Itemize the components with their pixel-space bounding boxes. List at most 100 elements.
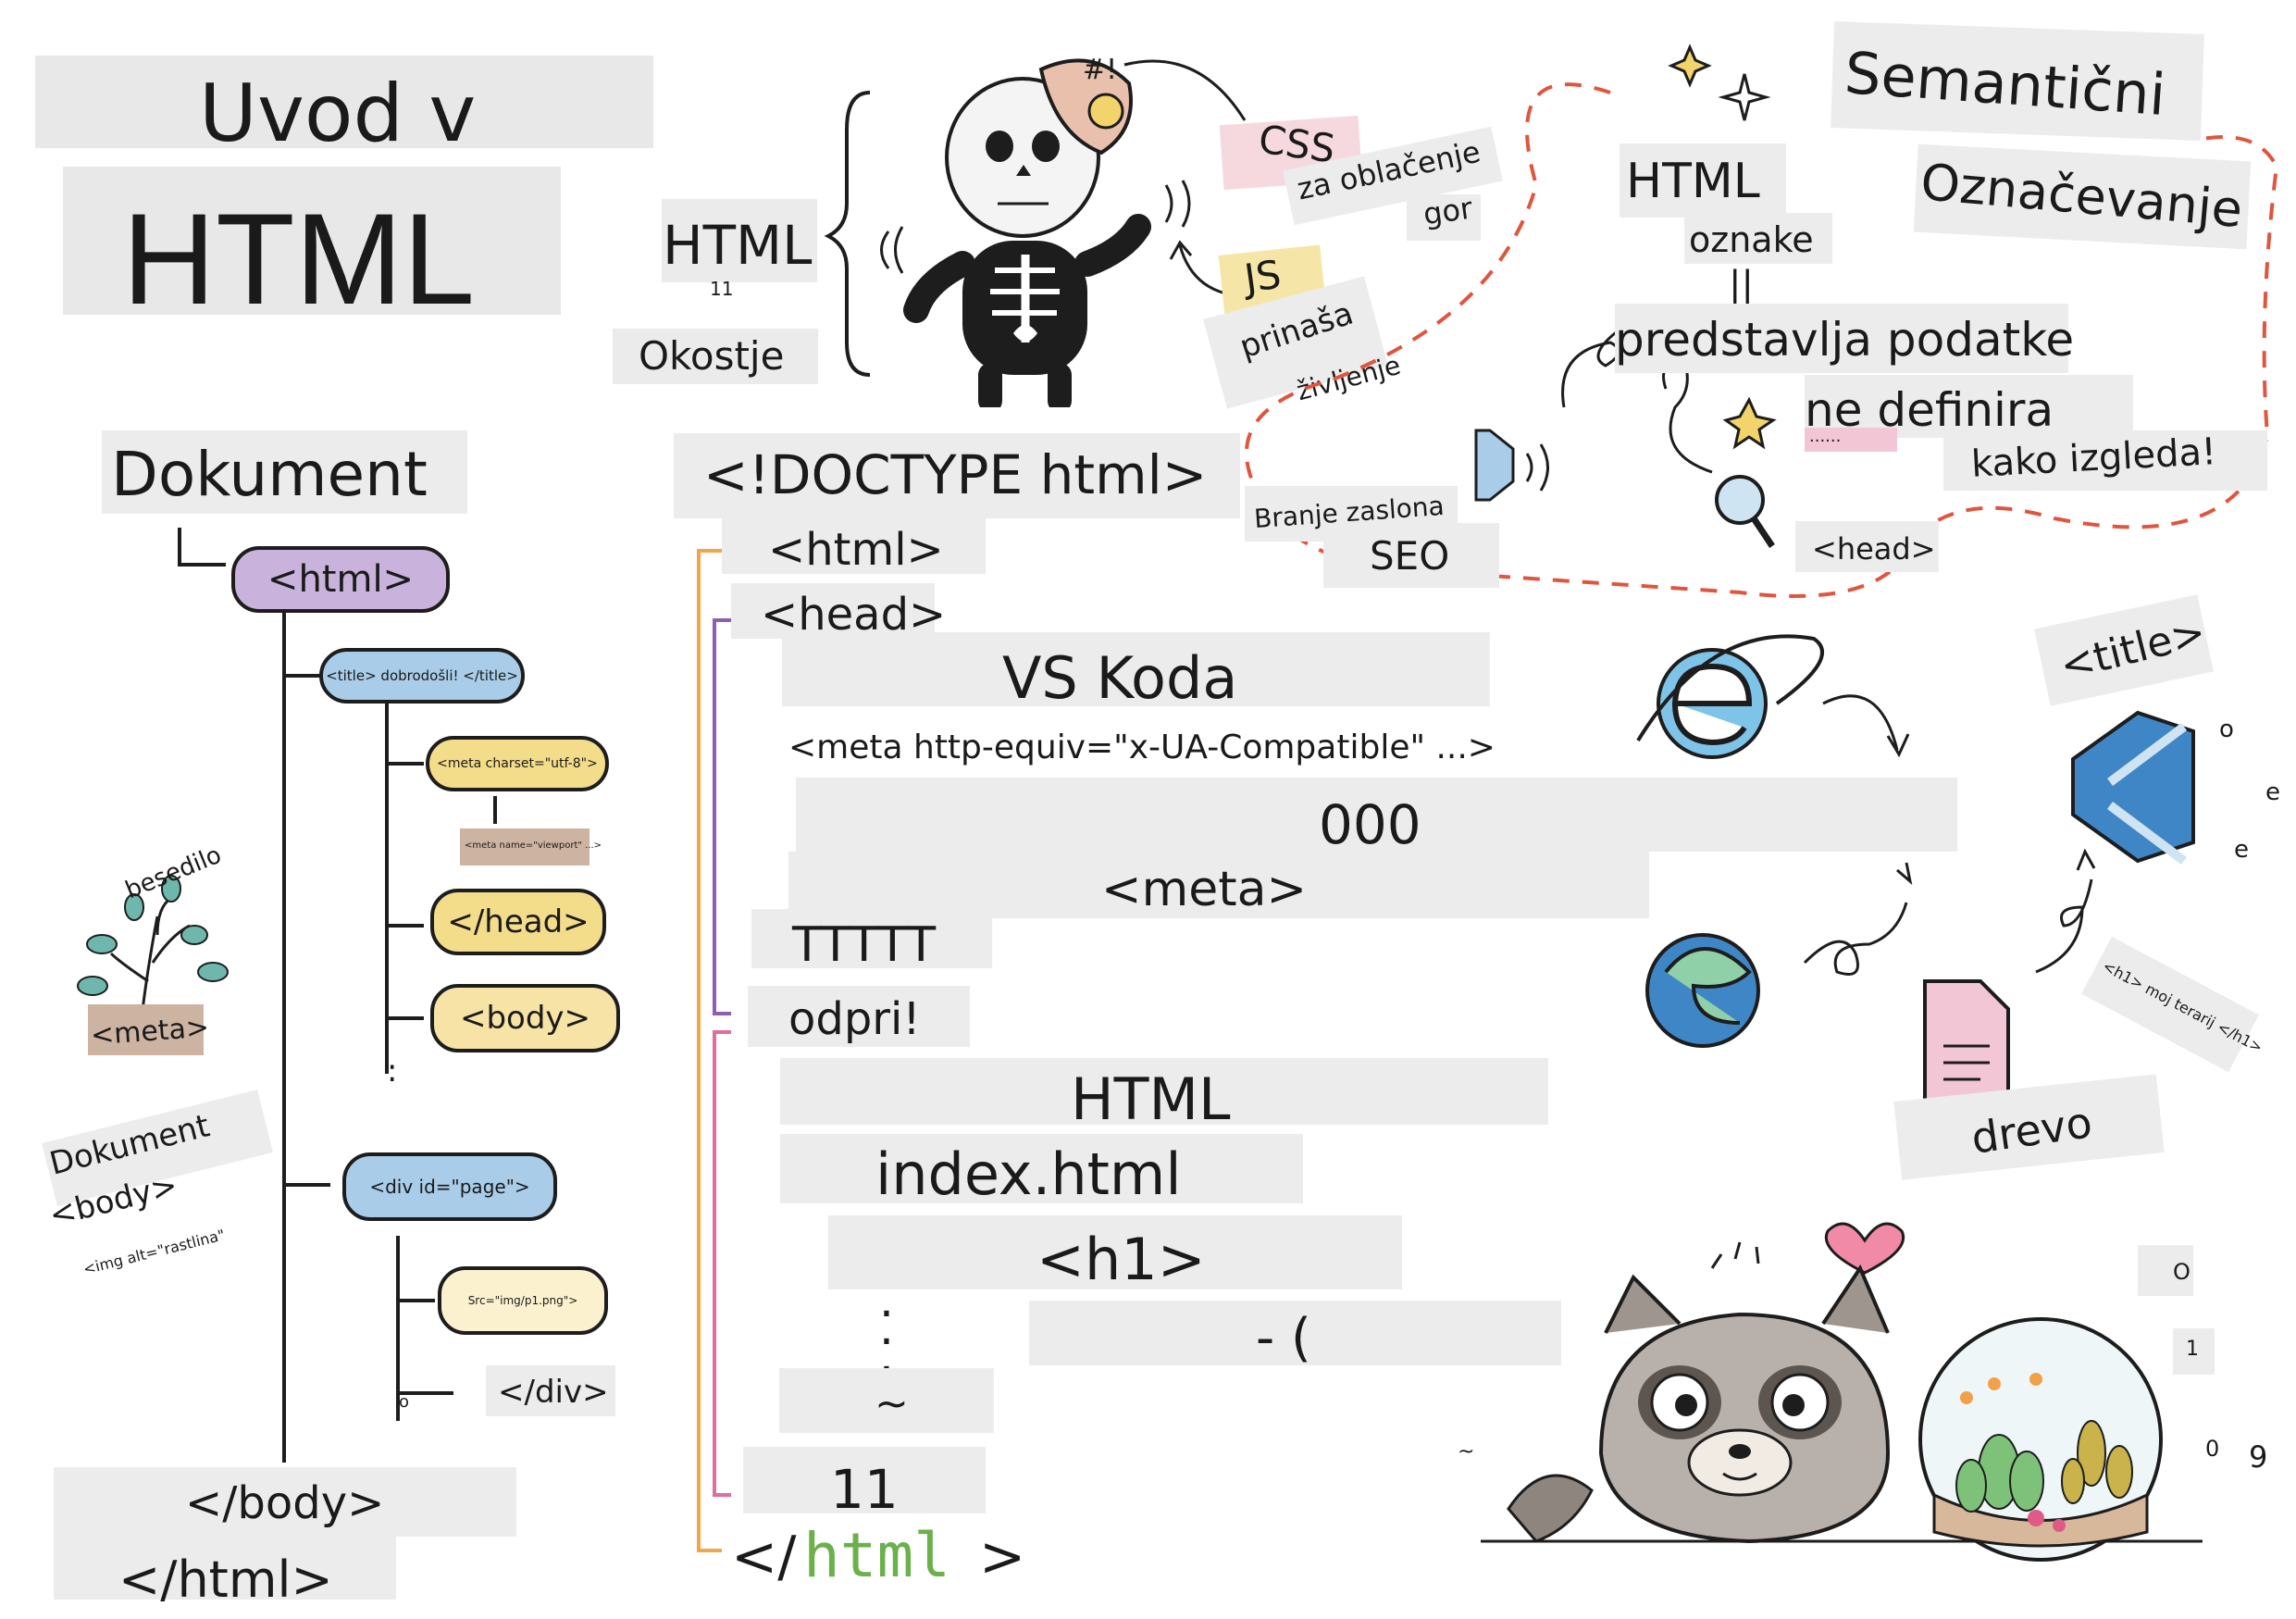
sem-predstavlja: predstavlja podatke	[1615, 313, 2075, 367]
skel-html-bg	[662, 199, 817, 282]
misc-zero: 0	[2205, 1436, 2220, 1462]
tree-html-text: <html>	[267, 558, 415, 601]
sem-seo: SEO	[1370, 533, 1450, 579]
tree-body-text: <body>	[459, 1000, 591, 1037]
code-meta-bg	[788, 852, 1649, 918]
skel-okostje-bg	[613, 329, 818, 384]
sem-oznake: oznake	[1689, 219, 1814, 260]
code-html-close-c: >	[979, 1525, 1026, 1589]
document-icon	[1923, 979, 2010, 1122]
code-tilde: ~	[875, 1380, 909, 1427]
misc-o: O	[2173, 1259, 2191, 1285]
tree-div-close-bg	[486, 1365, 615, 1416]
raccoon-terrarium-illustration	[1481, 1222, 2203, 1562]
code-html2: HTML	[1071, 1065, 1231, 1133]
sem-ne-definira: ne definira	[1805, 383, 2054, 437]
code-index-bg	[780, 1134, 1303, 1203]
tree-title-pill: <title> dobrodošli! </title>	[319, 648, 525, 704]
tree-body-close-bg	[54, 1467, 516, 1537]
code-meta: <meta>	[1101, 862, 1308, 917]
code-ttt-bg	[751, 909, 992, 968]
sem-seo-bg	[1323, 523, 1499, 588]
misc-nine: 9	[2249, 1439, 2268, 1475]
code-html-close-a: </	[731, 1525, 797, 1589]
code-doctype: <!DOCTYPE html>	[703, 443, 1208, 506]
tree-lines	[178, 528, 497, 1463]
code-h1-bg	[828, 1215, 1402, 1289]
code-html2-bg	[780, 1058, 1548, 1125]
skeleton-illustration: #!	[824, 54, 1250, 407]
tree-div-close: </div>	[498, 1374, 609, 1411]
e-mark3: e	[2234, 836, 2249, 864]
tree-meta-charset-pill: <meta charset="utf-8">	[426, 736, 609, 791]
doctype-bg	[674, 433, 1240, 518]
code-tilde-bg	[779, 1368, 994, 1433]
code-html: <html>	[768, 524, 944, 576]
code-ooo: 000	[1319, 793, 1421, 856]
sem-html: HTML	[1626, 154, 1760, 209]
code-odpri: odpri!	[788, 993, 921, 1045]
sem-dots-bg	[1805, 428, 1897, 452]
tree-viewport-bg	[460, 828, 590, 866]
tree-small-o: o	[399, 1392, 410, 1412]
code-vs: VS Koda	[1002, 644, 1238, 712]
ie-logo	[1636, 634, 1824, 759]
tree-dots1: :	[387, 1052, 398, 1090]
tree-head-close-text: </head>	[447, 903, 590, 940]
title-line1-bg	[35, 56, 653, 148]
code-odpri-bg	[748, 986, 970, 1047]
sem-html-bg	[1620, 143, 1786, 218]
skel-num: 11	[710, 278, 734, 300]
code-ttt: TTTTT	[792, 917, 937, 973]
tree-div-pill: <div id="page">	[342, 1152, 557, 1221]
title-line1: Uvod v	[199, 68, 477, 160]
tree-title-text: <title> dobrodošli! </title>	[326, 667, 518, 684]
skel-html-label: HTML	[663, 214, 813, 277]
misc-one-bg	[2173, 1328, 2215, 1375]
plant-meta-bg	[88, 1004, 204, 1055]
tree-html-pill: <html>	[231, 546, 450, 613]
tree-meta-viewport: <meta name="viewport" ...>	[465, 841, 602, 851]
tree-body-close: </body>	[185, 1477, 385, 1529]
code-head-bg	[731, 583, 935, 639]
tree-html-close-bg	[54, 1535, 396, 1600]
sem-head: <head>	[1812, 531, 1936, 567]
tree-img-src-pill: Src="img/p1.png">	[438, 1266, 608, 1335]
code-html-close-b: html	[803, 1520, 950, 1591]
code-paren-bg	[1029, 1301, 1561, 1365]
sem-predstavlja-bg	[1615, 304, 2068, 373]
tree-meta-charset-text: <meta charset="utf-8">	[437, 756, 598, 771]
gor-bg	[1407, 194, 1481, 241]
tree-div-text: <div id="page">	[369, 1176, 530, 1198]
code-braces	[697, 549, 731, 1552]
code-h1: <h1>	[1036, 1226, 1206, 1293]
title-line2: HTML	[122, 186, 476, 331]
title-line2-bg	[63, 167, 561, 315]
misc-o-bg	[2138, 1245, 2193, 1296]
tree-heading-bg	[102, 430, 467, 514]
e-mark1: o	[2219, 716, 2234, 743]
code-meta-http: <meta http-equiv="x-UA-Compatible" ...>	[788, 729, 1496, 766]
code-paren: - (	[1256, 1308, 1311, 1368]
code-ooo-bg	[796, 778, 1957, 852]
sem-oznake-bg	[1684, 213, 1832, 264]
sem-dots: ......	[1809, 427, 1842, 446]
code-vs-bg	[782, 632, 1490, 706]
sem-kako-bg	[1943, 430, 2267, 491]
code-eleven: 11	[830, 1458, 899, 1521]
hat-mark: #!	[1083, 54, 1117, 86]
sem-eq: ||	[1729, 264, 1754, 306]
misc-one: 1	[2186, 1338, 2199, 1361]
code-eleven-bg	[743, 1447, 986, 1513]
vscode-logo	[2071, 710, 2195, 865]
code-vdots: ...	[879, 1274, 894, 1383]
code-index: index.html	[875, 1140, 1182, 1208]
tree-html-close: </html>	[118, 1551, 333, 1609]
plant-illustration	[77, 875, 229, 1047]
sem-head-bg	[1795, 521, 1939, 572]
tree-body-pill: <body>	[430, 984, 620, 1052]
plant-meta: <meta>	[89, 1011, 211, 1052]
misc-tilde: ~	[1458, 1440, 1475, 1463]
e-mark2: e	[2265, 778, 2280, 806]
tree-head-close-pill: </head>	[430, 889, 606, 955]
